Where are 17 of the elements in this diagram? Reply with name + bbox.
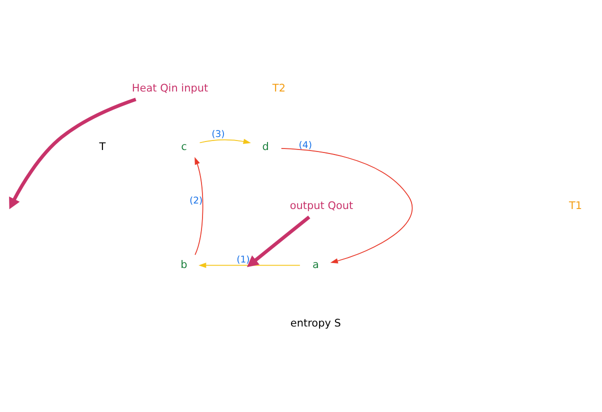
node-text: Heat Qin input (132, 82, 208, 94)
arrow (194, 156, 204, 255)
node-text: b (180, 258, 188, 270)
label: T2 (272, 82, 286, 94)
edge-label: (3) (212, 128, 225, 140)
arrow (199, 138, 251, 144)
node-text: d (262, 140, 269, 153)
edge-label: (2) (189, 194, 203, 206)
arrow (280, 148, 413, 263)
node-text: output Qout (290, 200, 354, 212)
edge-label: (4) (298, 139, 312, 150)
label: T (99, 140, 106, 153)
edge-label: (1) (236, 254, 250, 265)
node-text: c (181, 140, 187, 153)
label: entropy S (290, 317, 341, 330)
label: T1 (568, 200, 582, 212)
node-text: a (312, 258, 319, 270)
